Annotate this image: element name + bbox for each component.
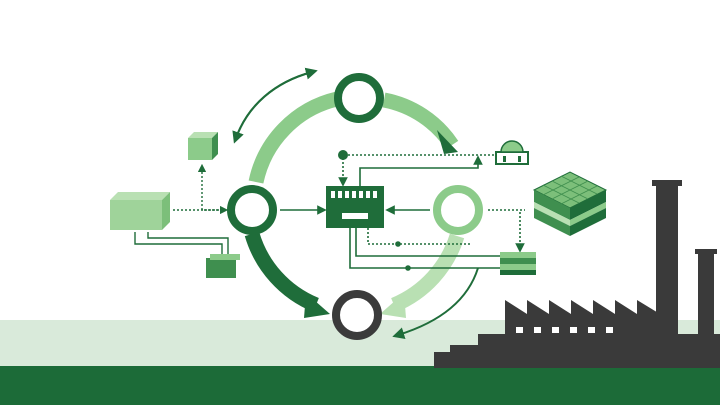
outer-arrow-top-left-reverse xyxy=(235,67,318,139)
junction-dot-1 xyxy=(395,241,401,247)
small-layered-block-icon xyxy=(500,252,536,275)
connector-block-to-box xyxy=(134,232,223,254)
connector-top-bus xyxy=(342,154,513,160)
junction-dot-2 xyxy=(405,265,411,271)
sensor-point-dot xyxy=(338,150,348,160)
ring-arc-top-left xyxy=(248,91,339,184)
top-ring-node-icon xyxy=(334,73,384,123)
control-panel-icon xyxy=(326,186,384,228)
outer-arrow-bottom-right xyxy=(392,267,479,339)
connector-lower-bus-1 xyxy=(367,228,470,245)
ring-arc-top-right xyxy=(382,92,459,150)
bottom-ring-node-icon xyxy=(332,290,382,340)
factory-icon xyxy=(434,180,720,368)
ground-dark-band xyxy=(0,366,720,405)
cube-icon-small xyxy=(188,132,218,160)
sensor-dome-icon xyxy=(495,140,529,165)
ring-arrowhead-bottom-right xyxy=(380,293,406,318)
cube-icon-large xyxy=(110,192,170,230)
right-ring-node-icon xyxy=(433,185,483,235)
connector-block-to-box-2 xyxy=(147,232,229,254)
controller-connectors xyxy=(280,154,525,269)
connector-controller-to-sensor xyxy=(359,155,483,186)
ring-arrowhead-top-right xyxy=(437,130,458,154)
ring-arrowhead-bottom-left xyxy=(304,293,330,318)
outer-arrow-top-left xyxy=(232,71,313,144)
connector-left-node-to-small-cube xyxy=(197,163,226,211)
connector-lower-bus-3 xyxy=(349,228,500,269)
outer-cycle-arrows xyxy=(232,67,479,339)
layered-block-icon xyxy=(532,171,608,236)
factory-windows xyxy=(516,327,613,333)
box-icon xyxy=(206,254,240,278)
left-ring-node-icon xyxy=(227,185,277,235)
connector-lower-bus-2 xyxy=(355,228,500,257)
